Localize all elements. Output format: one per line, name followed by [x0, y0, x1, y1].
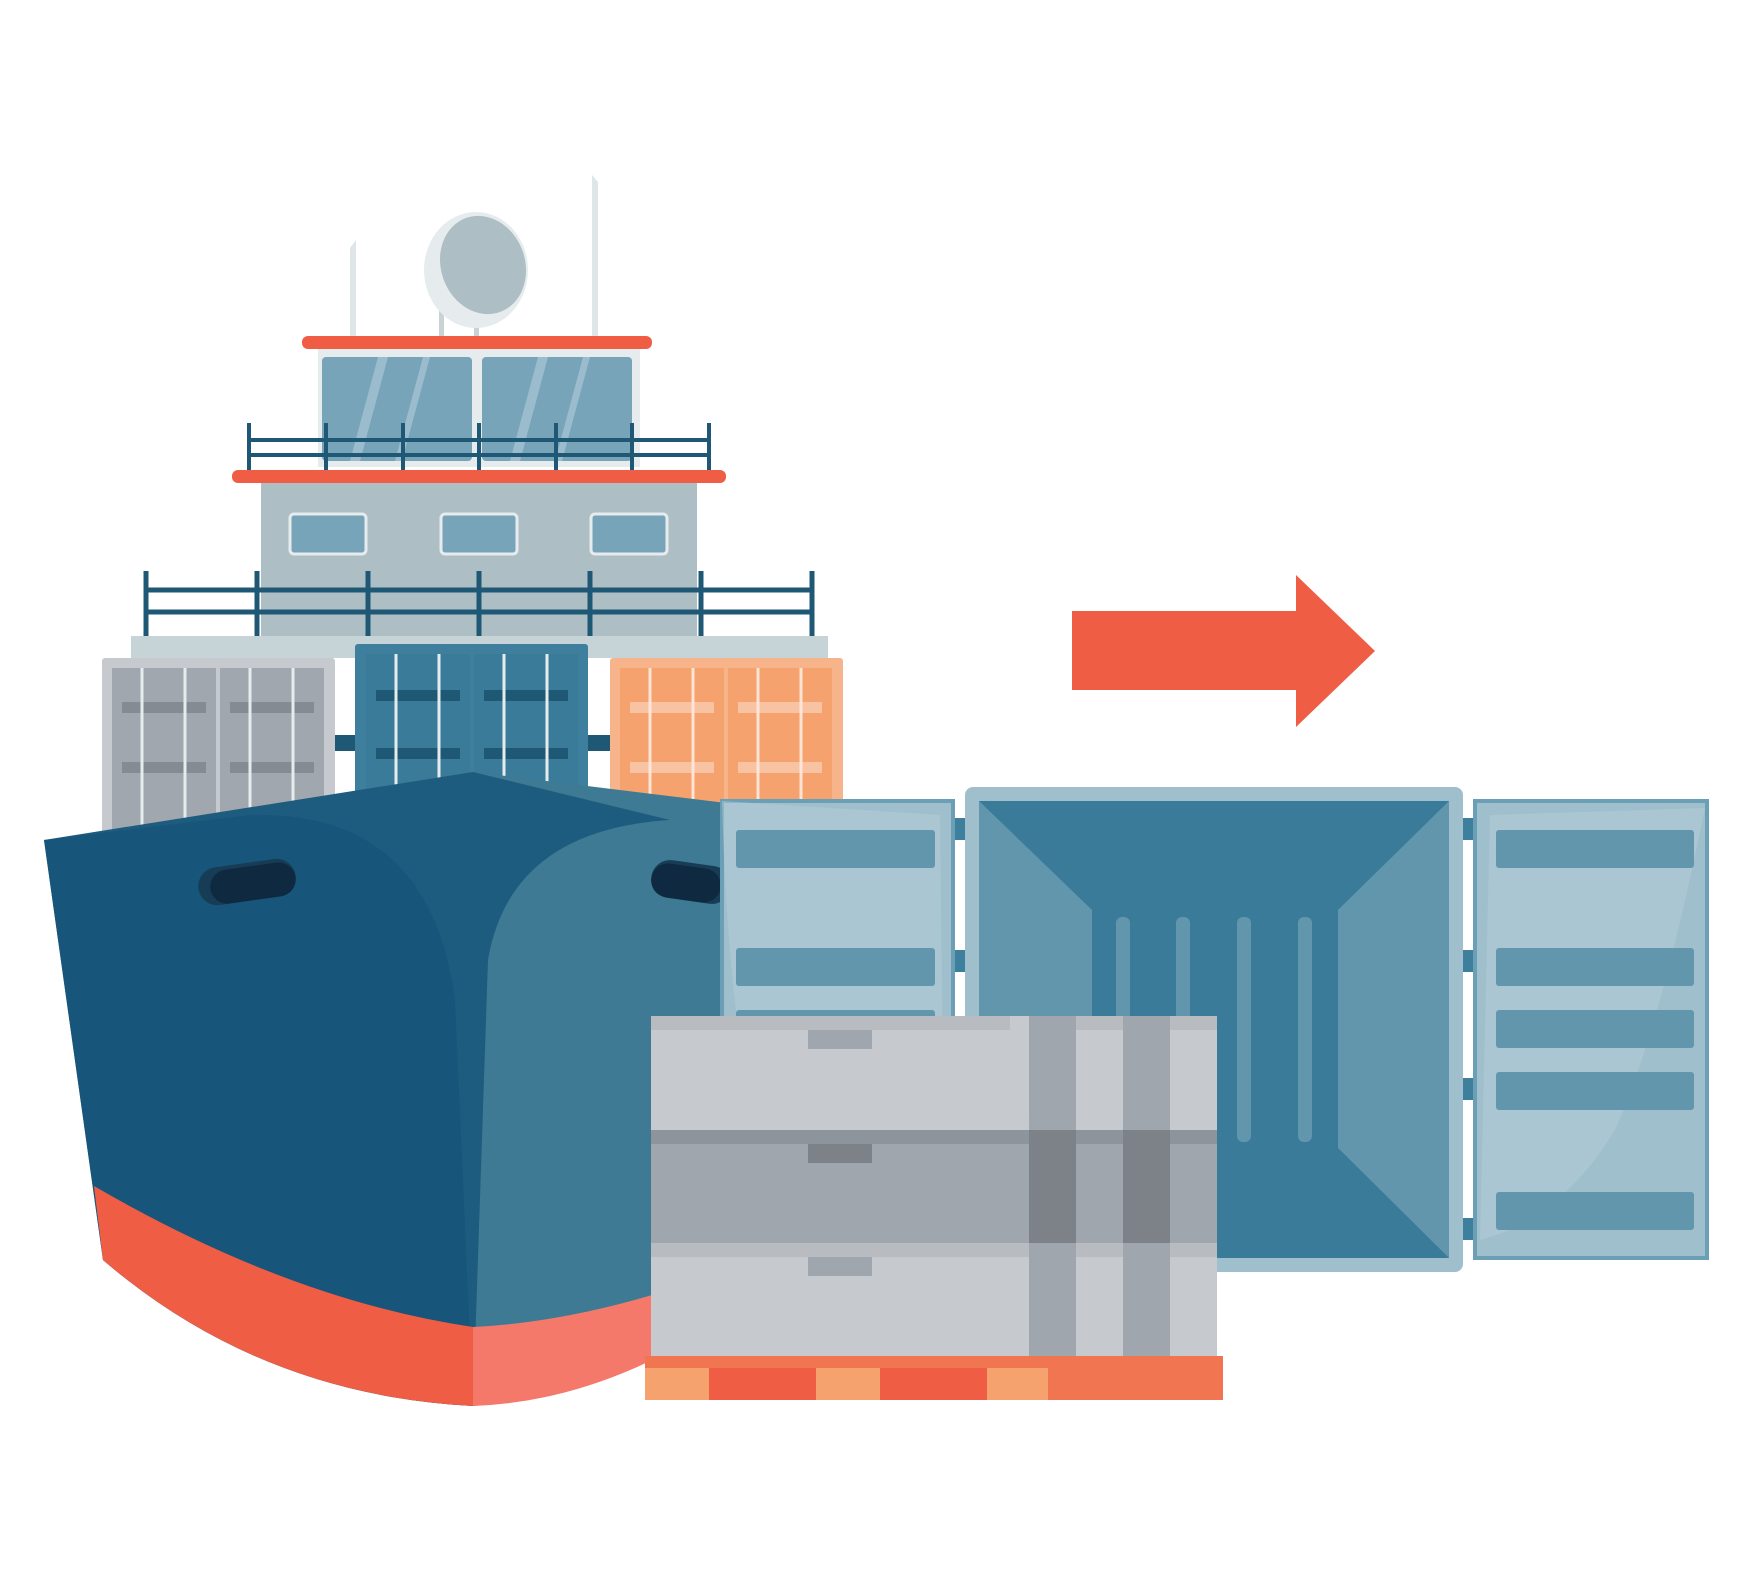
pallet-icon	[645, 1356, 1223, 1400]
container-door-right	[1473, 799, 1709, 1260]
main-railing	[143, 571, 815, 636]
crate-icon	[651, 1016, 1217, 1356]
bridge-roof	[302, 336, 652, 349]
ship-hull	[44, 772, 800, 1406]
arrow-right-icon	[1072, 575, 1375, 727]
deck-bar	[232, 470, 726, 483]
ship-icon	[44, 175, 843, 1406]
cabin-windows	[288, 512, 669, 556]
upper-railing	[247, 423, 711, 472]
radar-dish-icon	[424, 212, 528, 328]
bridge-windows	[322, 357, 632, 461]
container-grey	[102, 658, 335, 833]
